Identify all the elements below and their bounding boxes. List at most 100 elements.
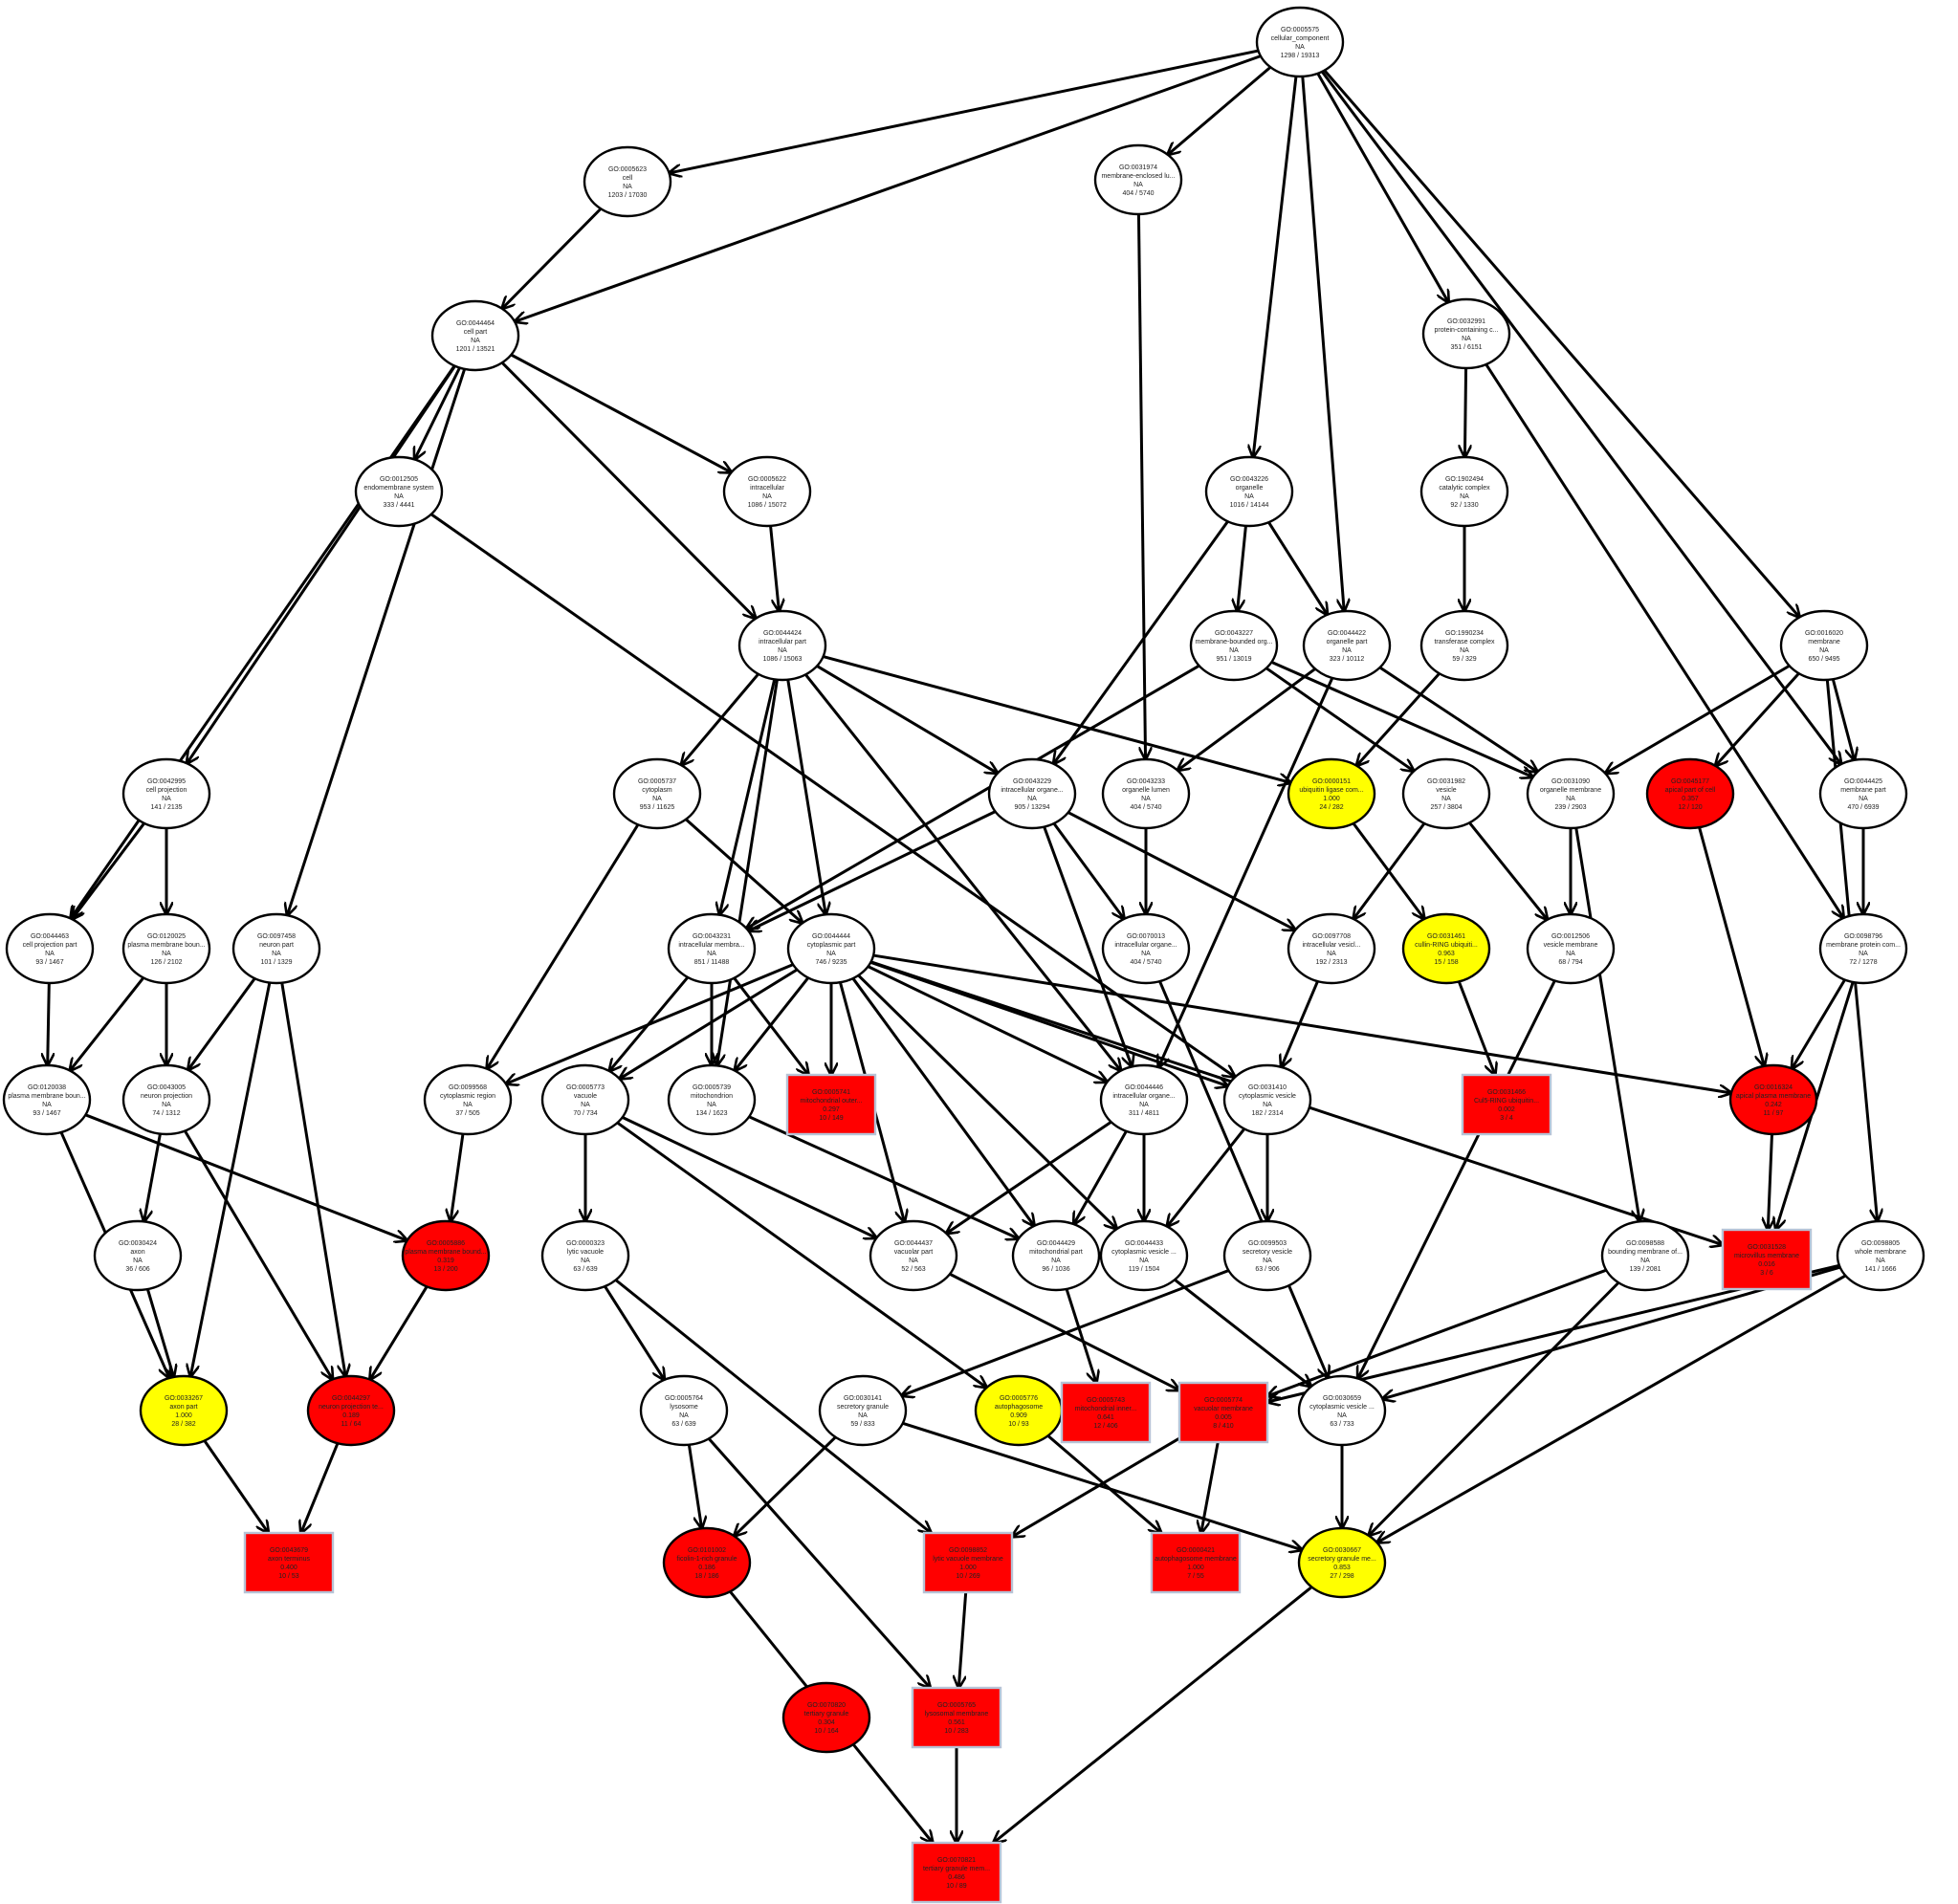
node-go-id: GO:0044446 <box>1125 1084 1163 1091</box>
node-count: 10 / 164 <box>814 1728 838 1735</box>
node-go-id: GO:0043005 <box>147 1084 186 1091</box>
node-go-id: GO:0043233 <box>1127 778 1165 785</box>
node-pvalue: NA <box>1229 647 1239 654</box>
node-pvalue: 0.304 <box>818 1719 835 1726</box>
edge-n0044433-to-n0030659 <box>1174 1278 1311 1387</box>
node-ellipse-shape <box>1526 912 1616 985</box>
node-pvalue: 0.486 <box>948 1874 965 1881</box>
node-pvalue: 1.000 <box>959 1565 977 1571</box>
node-go-id: GO:0005623 <box>608 166 647 173</box>
node-ellipse-shape <box>662 1526 752 1599</box>
node-count: 72 / 1278 <box>1849 959 1877 966</box>
node-pvalue: NA <box>1640 1258 1650 1264</box>
node-pvalue: 0.357 <box>1682 796 1699 802</box>
node-go-id: GO:0097708 <box>1312 933 1351 940</box>
node-ellipse-shape <box>1297 1374 1387 1447</box>
edge-n0098852-to-n0005765 <box>958 1591 968 1688</box>
node-count: 951 / 13019 <box>1217 656 1252 663</box>
node-term-name: organelle lumen <box>1122 787 1170 794</box>
node-go-id: GO:0098805 <box>1861 1240 1900 1247</box>
edge-n0005886-to-n0044297 <box>370 1285 429 1379</box>
node-go-id: GO:0005575 <box>1281 27 1319 33</box>
node-term-name: intracellular part <box>759 639 806 646</box>
node-pvalue: NA <box>45 951 55 957</box>
node-go-id: GO:0005765 <box>937 1702 976 1709</box>
node-term-name: intracellular membra... <box>678 942 744 949</box>
node-ellipse-shape <box>1401 757 1491 830</box>
node-go-id: GO:0033267 <box>165 1395 203 1402</box>
edge-n0044444-to-n0044446 <box>867 965 1108 1083</box>
node-go-id: GO:0043227 <box>1215 630 1253 637</box>
